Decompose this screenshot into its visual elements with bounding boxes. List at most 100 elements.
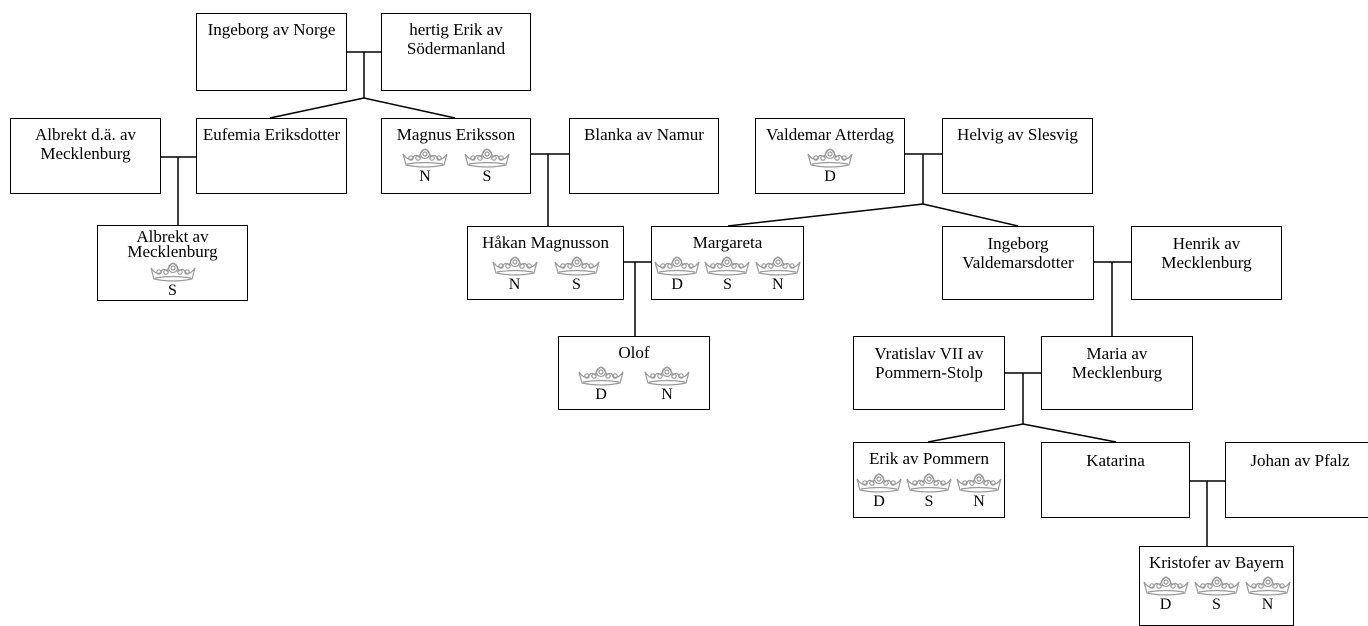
person-name: Valdemar Atterdag [766,125,894,144]
crown-with-letter: D [804,147,856,185]
person-name: Ingeborg av Norge [207,20,336,39]
crown-with-letter: D [854,472,904,510]
crown-with-letter: D [575,365,627,403]
crown-with-letter: N [954,472,1004,510]
person-name: Margareta [692,233,763,252]
person-box-albrekt-av-mecklenburg: Albrekt av Mecklenburg S [97,225,248,301]
person-box-maria-av-mecklenburg: Maria av Mecklenburg [1041,336,1193,410]
person-name: Helvig av Slesvig [957,125,1078,144]
crown-with-letter: D [1140,575,1191,613]
person-box-ingeborg-av-norge: Ingeborg av Norge [196,13,347,91]
person-name: Eufemia Eriksdotter [202,125,341,144]
crown-with-letter: S [551,255,603,293]
person-name: Albrekt av Mecklenburg [127,227,218,261]
person-box-erik-av-sodermanland: hertig Erik av Södermanland [381,13,531,91]
person-box-blanka-av-namur: Blanka av Namur [569,118,719,194]
crown-icon [956,473,1002,493]
crown-letter: S [723,276,732,293]
person-name: Katarina [1086,451,1145,470]
crown-icon [578,366,624,386]
crown-with-letter: N [1242,575,1293,613]
crown-icon [644,366,690,386]
crown-with-letter: S [461,147,513,185]
person-name: Vratislav VII av Pommern-Stolp [874,344,984,382]
person-box-katarina: Katarina [1041,442,1190,518]
person-box-johan-av-pfalz: Johan av Pfalz [1225,442,1368,518]
crown-icon [1193,576,1240,596]
person-box-erik-av-pommern: Erik av Pommern D S N [853,442,1005,518]
crown-icon [464,148,510,168]
person-box-henrik-av-mecklenburg: Henrik av Mecklenburg [1131,226,1282,300]
crown-icon [704,256,751,276]
descent-line [363,97,456,119]
crown-with-letter: N [753,255,803,293]
crown-letter: N [508,276,521,293]
person-box-helvig-av-slesvig: Helvig av Slesvig [942,118,1093,194]
crown-letter: D [1159,596,1172,613]
crown-letter: N [1261,596,1274,613]
person-box-eufemia-eriksdotter: Eufemia Eriksdotter [196,118,347,194]
crown-letter: N [973,493,985,510]
crown-icon [491,256,538,276]
crown-with-letter: N [489,255,541,293]
crown-icon [807,148,853,168]
crown-letter: S [168,282,177,299]
person-box-albrekt-da-av-mecklenburg: Albrekt d.ä. av Mecklenburg [10,118,161,194]
descent-line [922,203,1019,227]
person-name: Ingeborg Valdemarsdotter [962,234,1074,272]
crown-icon [755,256,801,276]
crown-row: D [756,147,904,185]
crown-icon [1142,576,1189,596]
descent-line [1022,423,1117,443]
crown-letter: S [924,493,934,510]
crown-with-letter: N [399,147,451,185]
person-name: Albrekt d.ä. av Mecklenburg [34,125,137,163]
person-name: Magnus Eriksson [396,125,516,144]
crown-letter: N [661,386,673,403]
descent-line [727,203,924,227]
descent-line [269,97,365,119]
person-box-vratislav-vii: Vratislav VII av Pommern-Stolp [853,336,1005,410]
crown-with-letter: N [641,365,693,403]
descent-line [927,423,1024,443]
person-box-valdemar-atterdag: Valdemar Atterdag D [755,118,905,194]
crown-letter: D [595,386,607,403]
person-name: Håkan Magnusson [481,233,609,252]
crown-with-letter: S [147,261,199,299]
crown-with-letter: D [652,255,702,293]
crown-icon [402,148,448,168]
crown-icon [1244,576,1291,596]
person-name: hertig Erik av Södermanland [406,20,506,58]
person-box-margareta: Margareta D S N [651,226,804,300]
crown-icon [654,256,700,276]
crown-icon [856,473,902,493]
crown-letter: N [419,168,431,185]
crown-with-letter: S [904,472,954,510]
person-name: Erik av Pommern [869,449,989,468]
crown-icon [906,473,952,493]
crown-letter: S [572,276,581,293]
crown-letter: S [1212,596,1221,613]
crown-with-letter: S [1191,575,1242,613]
person-name: Johan av Pfalz [1250,451,1350,470]
crown-with-letter: S [702,255,752,293]
crown-letter: D [824,168,836,185]
person-name: Blanka av Namur [584,125,704,144]
crown-icon [553,256,600,276]
crown-icon [149,262,196,282]
crown-letter: S [482,168,492,185]
person-name: Olof [618,343,650,362]
person-name: Maria av Mecklenburg [1071,344,1163,382]
crown-letter: D [873,493,885,510]
crown-letter: N [772,276,784,293]
